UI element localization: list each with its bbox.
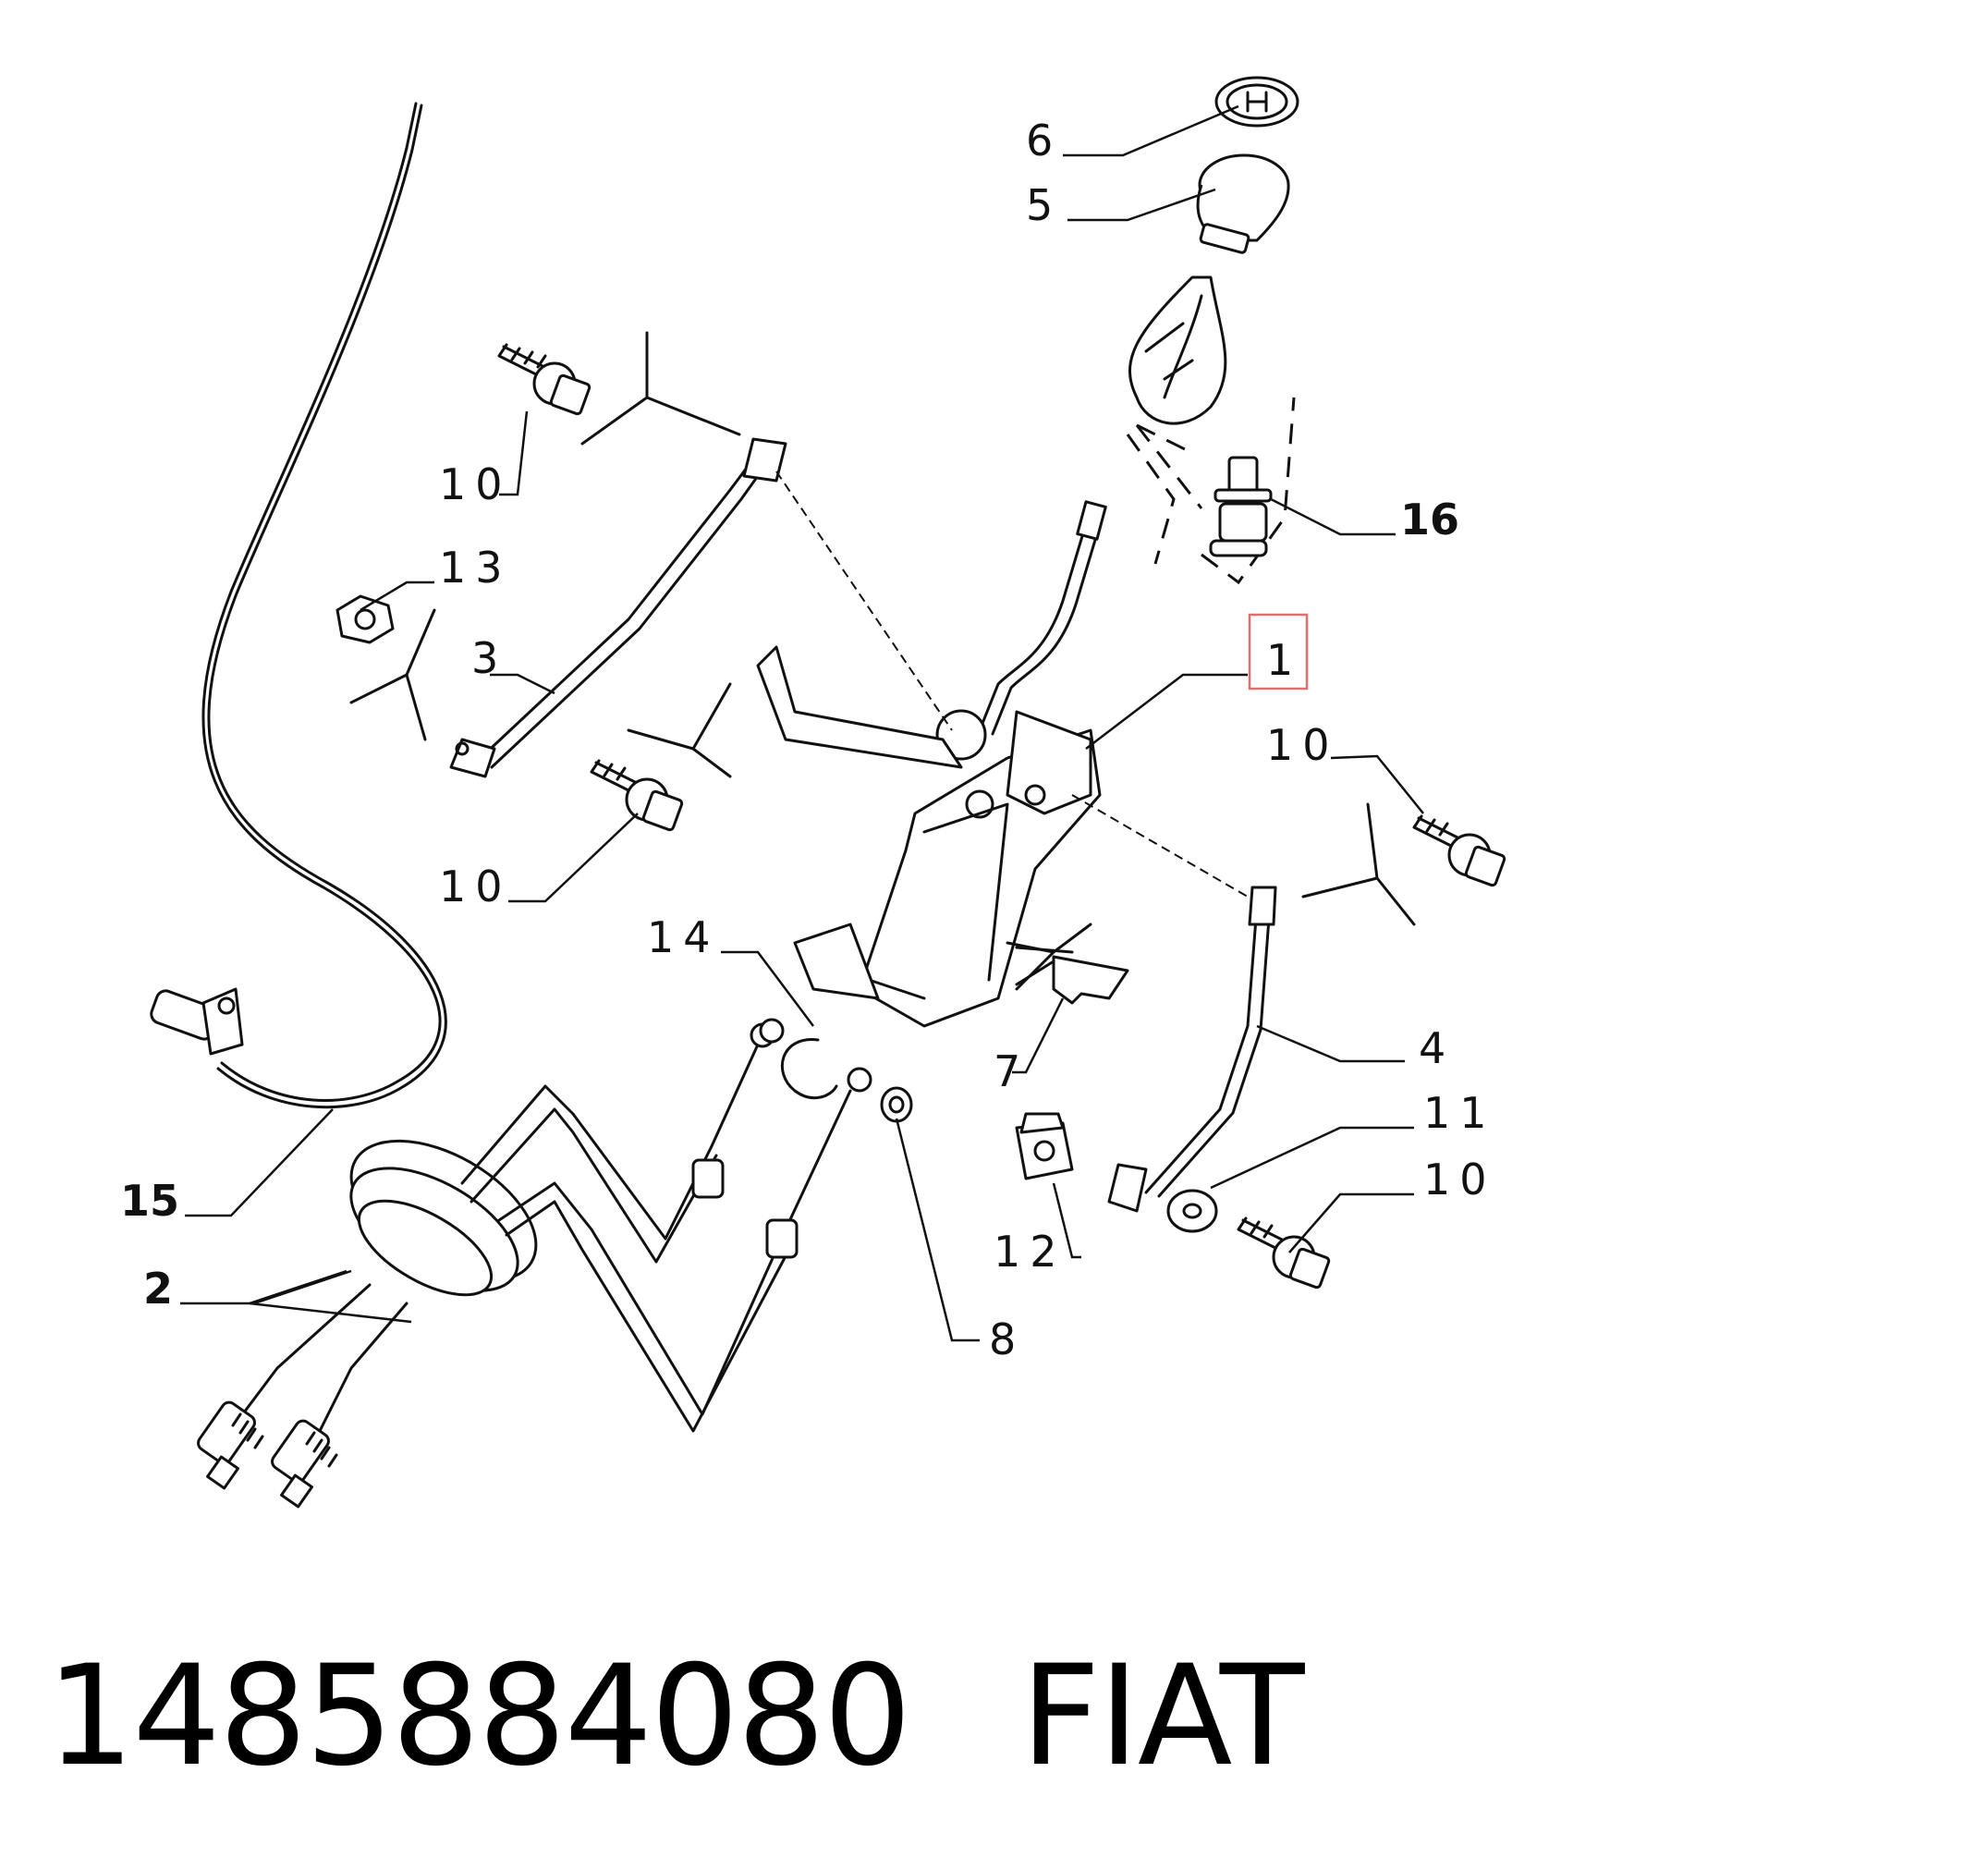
- callout-10-middle: 10: [439, 862, 512, 911]
- callout-15: 15: [120, 1176, 179, 1226]
- callout-16: 16: [1400, 495, 1459, 544]
- part-16-bush: [1126, 397, 1296, 585]
- part-5-gear-knob: [1196, 153, 1290, 254]
- part-2-cable-boot: [197, 1022, 872, 1509]
- callout-3: 3: [471, 633, 507, 683]
- callout-5: 5: [1026, 180, 1062, 230]
- callout-7: 7: [994, 1046, 1030, 1096]
- part-12-cage-nut: [1015, 1112, 1074, 1180]
- mounting-arrows: [349, 331, 1416, 991]
- callout-2: 2: [143, 1264, 173, 1314]
- part-15-sensor: [150, 987, 244, 1056]
- part-1-gear-lever-assembly: [756, 500, 1107, 1028]
- part-number: 1485884080: [46, 1636, 911, 1797]
- part-11-washer: [1166, 1189, 1218, 1233]
- callout-11: 11: [1423, 1088, 1496, 1138]
- part-10-bolt-top: [497, 343, 592, 416]
- part-14-clip: [759, 1018, 838, 1100]
- part-10-bolt-right: [1412, 814, 1506, 887]
- callout-14: 14: [647, 912, 720, 962]
- gaiter: [1128, 275, 1227, 425]
- part-4-rod: [1071, 794, 1277, 1213]
- part-15-cable: [150, 102, 447, 1109]
- callout-1: 1: [1266, 635, 1302, 685]
- gear-shift-exploded-diagram: 1 2 3 4 5 6 7 8 10 10 10 10 11 12 13 14 …: [120, 76, 1506, 1509]
- part-8-washer: [880, 1086, 913, 1123]
- callout-12: 12: [994, 1227, 1067, 1277]
- callout-6: 6: [1026, 116, 1062, 165]
- footer-caption: 1485884080 FIAT: [46, 1636, 1304, 1797]
- callout-10-right: 10: [1266, 720, 1339, 770]
- part-7-clip: [1015, 946, 1129, 1005]
- part-3-rod: [449, 437, 953, 778]
- part-10-bolt-bottom: [1237, 1216, 1331, 1290]
- callout-10-bottom: 10: [1423, 1155, 1496, 1204]
- leader-lines: [180, 104, 1424, 1342]
- callout-13: 13: [439, 543, 512, 593]
- callout-8: 8: [989, 1314, 1025, 1364]
- brand-name: FIAT: [1020, 1636, 1304, 1797]
- part-10-bolt-middle: [590, 759, 684, 832]
- callout-4: 4: [1419, 1023, 1455, 1073]
- callout-10-top: 10: [439, 459, 512, 509]
- part-13-nut: [335, 594, 395, 644]
- part-6-knob-cap: [1214, 76, 1299, 128]
- callout-1-highlight: [1248, 613, 1309, 691]
